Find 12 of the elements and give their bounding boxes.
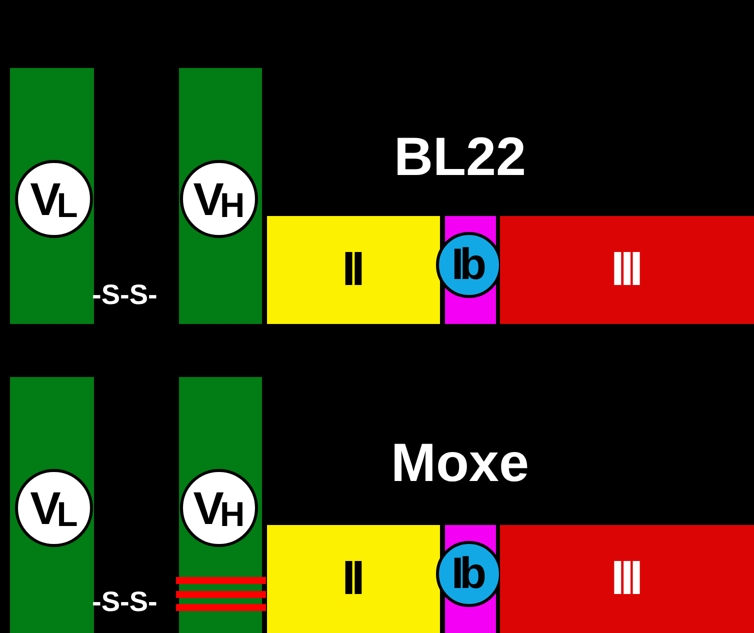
domain-box: III [500, 525, 754, 633]
construct-label: Moxe [390, 436, 530, 490]
domain-box: II [267, 216, 440, 324]
disulfide-label: -S-S- [92, 281, 158, 309]
construct-label: BL22 [392, 130, 528, 184]
domain-bar [179, 377, 262, 633]
domain-box: III [500, 216, 754, 324]
domain-bar [179, 68, 262, 324]
domain-bar [10, 377, 94, 633]
disulfide-label: -S-S- [92, 588, 158, 616]
domain-box: II [267, 525, 440, 633]
domain-bar [10, 68, 94, 324]
